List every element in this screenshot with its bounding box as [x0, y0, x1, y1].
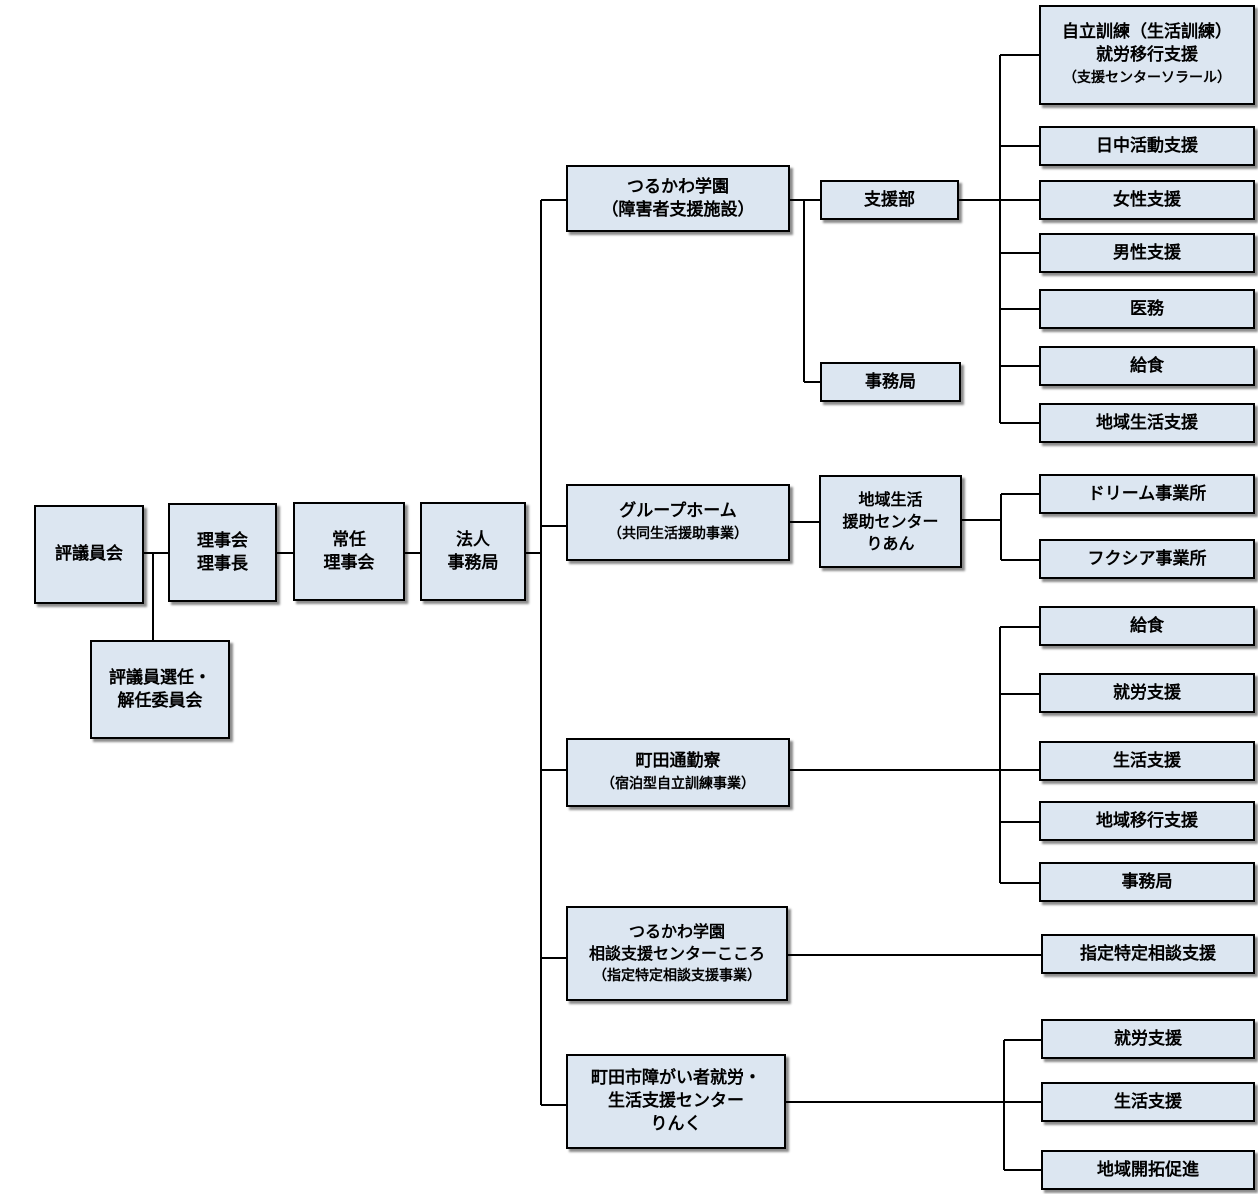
standing-board-label-2: 理事会	[323, 552, 375, 573]
support-unit-medical-label: 医務	[1130, 298, 1164, 319]
kokoro-box: つるかわ学園 相談支援センターこころ （指定特定相談支援事業）	[566, 906, 788, 1001]
rian-center-label-2: 援助センター	[842, 511, 939, 531]
support-unit-daytime-label: 日中活動支援	[1096, 135, 1198, 156]
rinku-unit-outreach-box: 地域開拓促進	[1041, 1150, 1255, 1190]
rinku-unit-employment-label: 就労支援	[1114, 1028, 1182, 1049]
selection-committee-label-2: 解任委員会	[117, 690, 203, 711]
support-unit-male-label: 男性支援	[1113, 242, 1181, 263]
rian-center-box: 地域生活 援助センター りあん	[819, 475, 962, 568]
board-label-2: 理事長	[197, 553, 248, 574]
group-home-label-1: グループホーム	[619, 500, 737, 521]
tsurukawa-label-2: （障害者支援施設）	[601, 199, 755, 220]
kokoro-label-1: つるかわ学園	[628, 921, 725, 941]
support-unit-medical-box: 医務	[1039, 289, 1255, 329]
support-unit-solar-label-3: （支援センターソラール）	[1063, 69, 1231, 86]
rinku-unit-employment-box: 就労支援	[1041, 1019, 1255, 1059]
secretariat-label-2: 事務局	[447, 552, 499, 573]
support-unit-female-label: 女性支援	[1113, 189, 1181, 210]
fuchsia-office-label: フクシア事業所	[1087, 548, 1207, 569]
support-unit-community-box: 地域生活支援	[1039, 403, 1255, 443]
tsurukawa-label-1: つるかわ学園	[627, 176, 729, 197]
tsurukawa-office-label: 事務局	[865, 371, 916, 392]
dorm-unit-employment-label: 就労支援	[1113, 682, 1181, 703]
rian-center-label-1: 地域生活	[858, 489, 923, 509]
councilors-label: 評議員会	[55, 544, 123, 564]
standing-board-label-1: 常任	[332, 529, 366, 550]
support-unit-meals-label: 給食	[1130, 355, 1164, 376]
designated-consultation-box: 指定特定相談支援	[1041, 934, 1255, 974]
machida-dorm-box: 町田通勤寮 （宿泊型自立訓練事業）	[566, 738, 790, 807]
rinku-unit-outreach-label: 地域開拓促進	[1097, 1159, 1199, 1180]
designated-consultation-label: 指定特定相談支援	[1080, 943, 1216, 964]
rian-center-label-3: りあん	[866, 533, 915, 553]
dorm-unit-living-box: 生活支援	[1039, 741, 1255, 781]
group-home-box: グループホーム （共同生活援助事業）	[566, 484, 790, 561]
dream-office-box: ドリーム事業所	[1039, 474, 1255, 514]
dorm-unit-living-label: 生活支援	[1113, 750, 1181, 771]
rinku-box: 町田市障がい者就労・ 生活支援センター りんく	[566, 1054, 786, 1149]
secretariat-label-1: 法人	[456, 529, 490, 550]
kokoro-label-3: （指定特定相談支援事業）	[593, 967, 761, 984]
group-home-label-2: （共同生活援助事業）	[608, 525, 748, 542]
support-dept-label: 支援部	[864, 189, 915, 210]
board-label-1: 理事会	[197, 530, 248, 551]
councilors-box: 評議員会	[34, 505, 144, 604]
dorm-unit-meals-box: 給食	[1039, 606, 1255, 646]
support-unit-solar-box: 自立訓練（生活訓練） 就労移行支援 （支援センターソラール）	[1039, 5, 1255, 105]
support-unit-community-label: 地域生活支援	[1096, 412, 1198, 433]
support-unit-female-box: 女性支援	[1039, 180, 1255, 220]
support-unit-solar-label-1: 自立訓練（生活訓練）	[1062, 21, 1232, 42]
rinku-unit-living-label: 生活支援	[1114, 1091, 1182, 1112]
kokoro-label-2: 相談支援センターこころ	[588, 943, 765, 963]
dorm-unit-employment-box: 就労支援	[1039, 673, 1255, 713]
fuchsia-office-box: フクシア事業所	[1039, 539, 1255, 579]
rinku-label-1: 町田市障がい者就労・	[591, 1068, 761, 1088]
tsurukawa-office-box: 事務局	[820, 362, 961, 402]
dream-office-label: ドリーム事業所	[1087, 483, 1207, 504]
machida-dorm-label-2: （宿泊型自立訓練事業）	[601, 775, 755, 792]
tsurukawa-box: つるかわ学園 （障害者支援施設）	[566, 165, 790, 232]
dorm-unit-office-label: 事務局	[1121, 871, 1173, 892]
support-unit-daytime-box: 日中活動支援	[1039, 126, 1255, 166]
rinku-label-2: 生活支援センター	[608, 1091, 744, 1111]
machida-dorm-label-1: 町田通勤寮	[635, 750, 721, 771]
dorm-unit-transition-box: 地域移行支援	[1039, 801, 1255, 841]
support-unit-solar-label-2: 就労移行支援	[1096, 44, 1198, 65]
support-dept-box: 支援部	[820, 180, 959, 220]
dorm-unit-meals-label: 給食	[1130, 615, 1164, 636]
selection-committee-box: 評議員選任・ 解任委員会	[90, 640, 230, 739]
secretariat-box: 法人 事務局	[420, 502, 526, 601]
standing-board-box: 常任 理事会	[293, 502, 405, 601]
board-box: 理事会 理事長	[168, 503, 277, 602]
selection-committee-label-1: 評議員選任・	[109, 667, 211, 688]
support-unit-meals-box: 給食	[1039, 346, 1255, 386]
rinku-label-3: りんく	[650, 1114, 702, 1134]
dorm-unit-office-box: 事務局	[1039, 862, 1255, 902]
dorm-unit-transition-label: 地域移行支援	[1096, 810, 1198, 831]
support-unit-male-box: 男性支援	[1039, 233, 1255, 273]
rinku-unit-living-box: 生活支援	[1041, 1082, 1255, 1122]
